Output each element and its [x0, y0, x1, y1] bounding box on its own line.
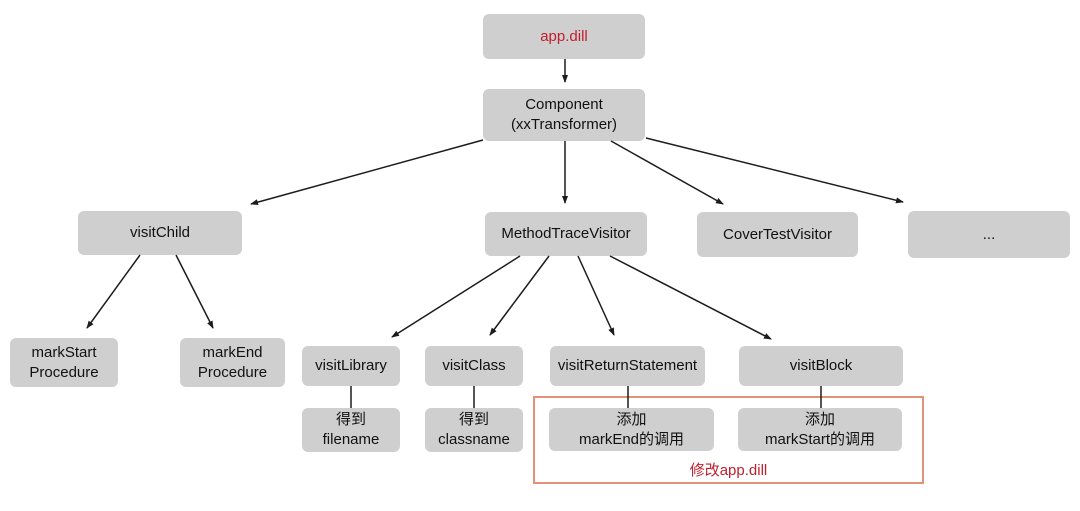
modify-appdill-group-label: 修改app.dill — [689, 462, 768, 479]
node-add-markend-call: 添加 markEnd的调用 — [549, 408, 714, 451]
node-ellipsis: ... — [908, 211, 1070, 258]
node-visitblock: visitBlock — [739, 346, 903, 386]
modify-appdill-group-rect — [533, 396, 924, 484]
node-component-xxtransformer: Component (xxTransformer) — [483, 89, 645, 141]
edge-mtv-to-visitreturnstatement — [577, 255, 615, 336]
node-methodtracevisitor: MethodTraceVisitor — [485, 212, 647, 256]
edge-visitchild-to-markstart — [86, 254, 141, 329]
node-get-classname: 得到 classname — [425, 408, 523, 452]
node-covertestvisitor: CoverTestVisitor — [697, 212, 858, 257]
edge-mtv-to-visitclass — [489, 255, 550, 336]
node-visitreturnstatement: visitReturnStatement — [550, 346, 705, 386]
edge-component-to-ellipsis — [645, 137, 904, 204]
node-add-markstart-call: 添加 markStart的调用 — [738, 408, 902, 451]
node-markend-procedure: markEnd Procedure — [180, 338, 285, 387]
edge-mtv-to-visitblock — [609, 255, 772, 340]
edge-visitchild-to-markend — [175, 254, 214, 329]
edge-component-to-visitchild — [250, 139, 484, 206]
node-visitchild: visitChild — [78, 211, 242, 255]
edge-mtv-to-visitlibrary — [391, 255, 521, 338]
node-visitlibrary: visitLibrary — [302, 346, 400, 386]
node-visitclass: visitClass — [425, 346, 523, 386]
edge-component-to-covertestvisitor — [610, 140, 724, 205]
node-markstart-procedure: markStart Procedure — [10, 338, 118, 387]
node-get-filename: 得到 filename — [302, 408, 400, 452]
node-app-dill: app.dill — [483, 14, 645, 59]
